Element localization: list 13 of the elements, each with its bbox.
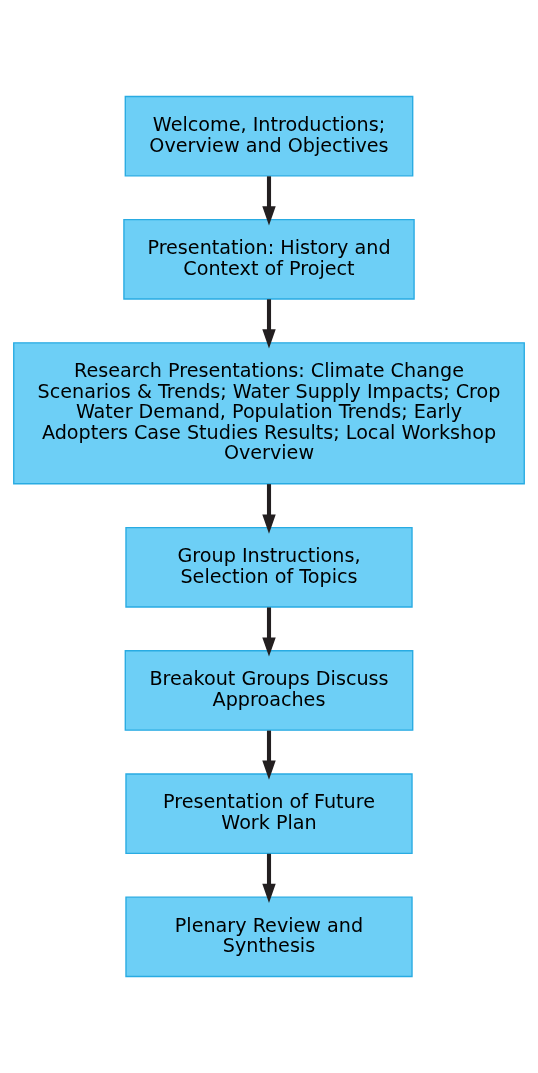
arrow bbox=[262, 299, 276, 349]
arrow bbox=[262, 484, 276, 534]
node-box: Group Instructions, Selection of Topics bbox=[125, 526, 413, 608]
node-box: Presentation: History and Context of Project bbox=[123, 218, 415, 300]
node-box: Plenary Review and Synthesis bbox=[125, 896, 413, 978]
node-box: Breakout Groups Discuss Approaches bbox=[124, 650, 414, 731]
arrow bbox=[262, 607, 276, 657]
arrow bbox=[262, 730, 276, 780]
arrow bbox=[262, 853, 276, 903]
node-box: Welcome, Introductions; Overview and Objectives bbox=[124, 95, 414, 177]
node-box: Research Presentations: Climate Change Scenarios & Trends; Water Supply Impacts; Crop Water Demand, Population Trends; Early Adopters Case Studies Results; Local Workshop Overview bbox=[13, 342, 525, 485]
arrow bbox=[262, 176, 276, 226]
node-box: Presentation of Future Work Plan bbox=[125, 773, 413, 855]
